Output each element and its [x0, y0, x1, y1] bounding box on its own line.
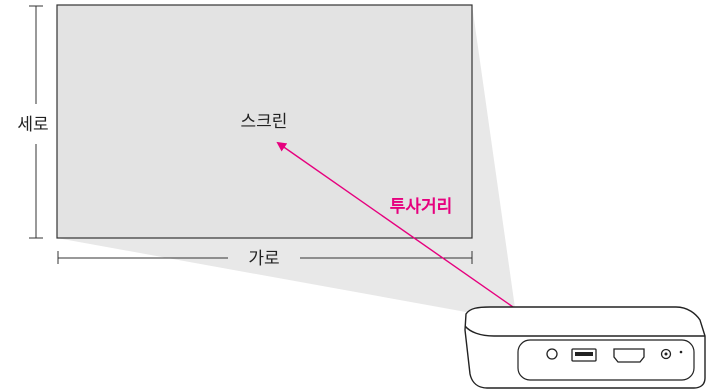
throw-distance-label: 투사거리	[390, 197, 453, 217]
projector-top-edge	[464, 325, 705, 337]
projector-device	[464, 306, 706, 389]
screen-label: 스크린	[241, 112, 288, 132]
width-label: 가로	[248, 249, 279, 269]
screen-rect	[56, 4, 473, 239]
audio-jack-icon	[546, 348, 558, 360]
height-label: 세로	[17, 115, 48, 135]
power-port-icon	[660, 348, 672, 360]
port-panel	[517, 339, 695, 381]
usb-port-icon	[571, 348, 597, 362]
led-indicator-icon	[679, 350, 683, 354]
hdmi-port-icon	[613, 348, 645, 363]
throw-distance-arrow	[276, 141, 514, 308]
height-dimension	[29, 5, 43, 239]
